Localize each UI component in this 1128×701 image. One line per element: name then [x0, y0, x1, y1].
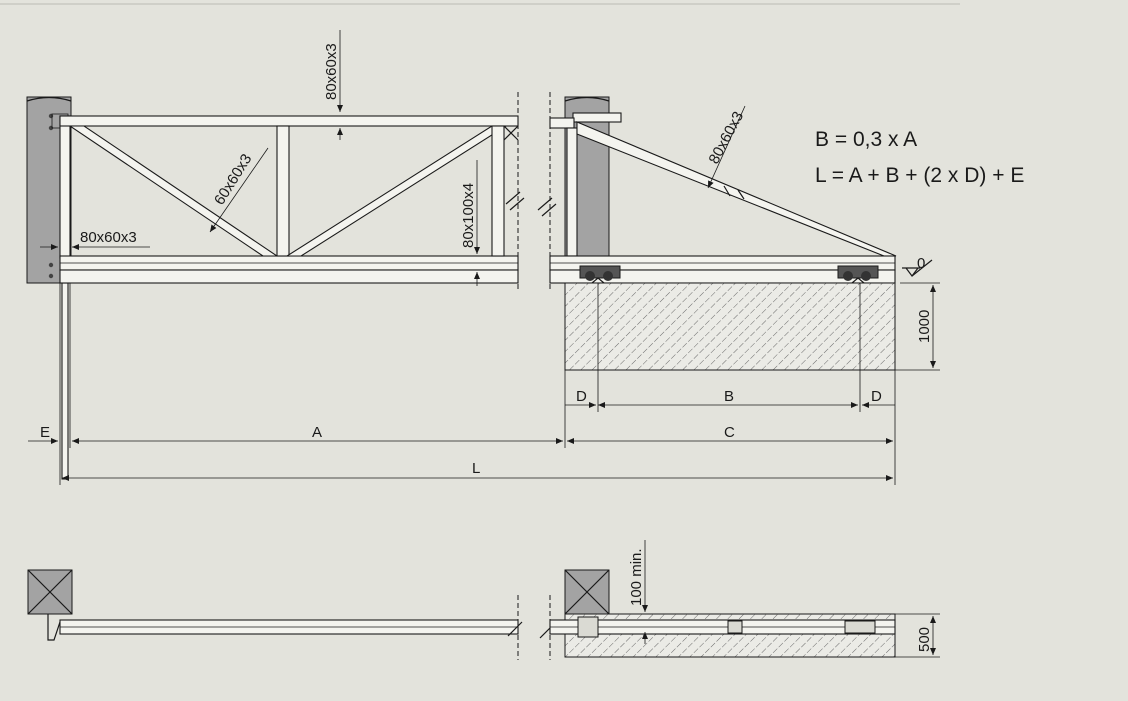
- top-rail-stub: [549, 117, 575, 129]
- top-rail-profile-label: 80x60x3: [323, 43, 340, 100]
- truss-members: [68, 125, 519, 257]
- bottom-beam-lower: [59, 269, 519, 284]
- middle-vertical: [276, 125, 290, 257]
- dim-foundation-height: 1000: [916, 310, 933, 343]
- gate-side-post-lower-line: [61, 282, 69, 480]
- formula-l: L = A + B + (2 x D) + E: [815, 164, 1024, 187]
- gate-elevation: 0: [26, 92, 933, 480]
- carriage-right: [837, 265, 879, 284]
- dim-c: C: [724, 424, 735, 441]
- guide-bracket: [572, 112, 622, 123]
- level-mark-label: 0: [917, 255, 925, 272]
- dim-a: A: [312, 424, 322, 441]
- dim-foundation-width: 500: [916, 627, 933, 652]
- diagonal-profile-label: 60x60x3: [211, 151, 255, 208]
- dimension-lines: D B D E A C L 1000: [28, 282, 940, 485]
- bottom-beam-profile-label: 80x100x4: [460, 183, 477, 248]
- carriage-left: [579, 265, 621, 284]
- top-rail: [59, 115, 519, 127]
- level-mark: 0: [902, 255, 933, 277]
- dim-e: E: [40, 424, 50, 441]
- gate-plan-view: 100 min. 500: [27, 540, 940, 660]
- gate-side-post: [59, 115, 71, 259]
- formula-b: B = 0,3 x A: [815, 128, 917, 151]
- dim-b: B: [724, 388, 734, 405]
- foundation-elevation: [564, 282, 896, 371]
- dim-d-left: D: [576, 388, 587, 405]
- tail-vertical: [566, 127, 578, 257]
- dim-l: L: [472, 460, 480, 477]
- dim-d-right: D: [871, 388, 882, 405]
- right-vertical: [491, 125, 505, 257]
- tail-diagonal-profile-label: 80x60x3: [706, 109, 748, 167]
- dim-min-clearance: 100 min.: [628, 548, 645, 606]
- side-post-profile-label: 80x60x3: [80, 229, 137, 246]
